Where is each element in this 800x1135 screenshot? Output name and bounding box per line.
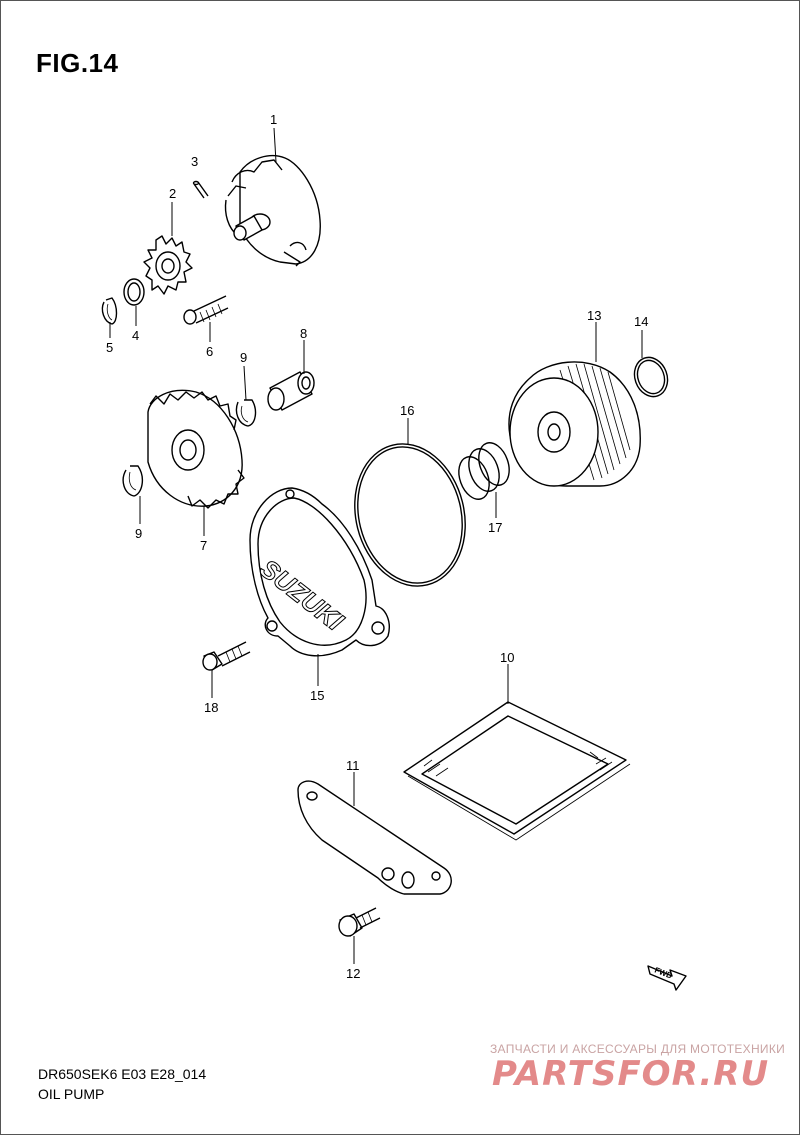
part-label-17: 17	[488, 520, 502, 535]
plate-bolt[interactable]	[338, 907, 381, 937]
small-o-ring[interactable]	[629, 353, 673, 402]
part-label-9-upper: 9	[240, 350, 247, 365]
part-label-11: 11	[346, 758, 360, 773]
washer[interactable]	[123, 278, 145, 306]
part-label-10: 10	[500, 650, 514, 665]
part-label-3: 3	[191, 154, 198, 169]
watermark-logo: PARTSFOR.RU	[492, 1054, 770, 1094]
part-label-6: 6	[206, 344, 213, 359]
part-label-2: 2	[169, 186, 176, 201]
leader-lines	[109, 127, 643, 964]
figure-title: FIG.14	[36, 48, 119, 78]
small-gear[interactable]	[143, 235, 193, 295]
part-label-16: 16	[400, 403, 414, 418]
part-label-1: 1	[270, 112, 277, 127]
part-label-8: 8	[300, 326, 307, 341]
watermark-tagline: ЗАПЧАСТИ И АКСЕССУАРЫ ДЛЯ МОТОТЕХНИКИ	[490, 1042, 786, 1056]
circlip-left[interactable]	[122, 465, 144, 497]
model-code: DR650SEK6 E03 E28_014	[38, 1066, 207, 1082]
pin[interactable]	[192, 180, 209, 199]
part-label-9-lower: 9	[135, 526, 142, 541]
oil-pump-body[interactable]	[224, 154, 321, 267]
oil-strainer[interactable]	[403, 701, 631, 841]
screw[interactable]	[183, 295, 229, 325]
part-labels: 1 3 2 4 5 6 9 8 9 7 16 13 14 17 15 18 10…	[106, 112, 648, 981]
o-ring[interactable]	[340, 432, 480, 598]
part-label-12: 12	[346, 966, 360, 981]
part-label-15: 15	[310, 688, 324, 703]
shaft[interactable]	[267, 371, 315, 411]
part-label-18: 18	[204, 700, 218, 715]
part-label-5: 5	[106, 340, 113, 355]
forward-arrow-icon: FWD	[647, 965, 687, 991]
oil-filter-cover[interactable]: SUZUKI	[249, 487, 390, 657]
spring[interactable]	[453, 439, 514, 504]
part-label-7: 7	[200, 538, 207, 553]
oil-plate[interactable]	[297, 780, 452, 895]
part-label-13: 13	[587, 308, 601, 323]
cover-bolt[interactable]	[202, 641, 251, 671]
circlip-upper[interactable]	[235, 399, 257, 427]
part-label-14: 14	[634, 314, 648, 329]
oil-filter[interactable]	[508, 361, 641, 487]
circlip[interactable]	[101, 297, 118, 325]
part-label-4: 4	[132, 328, 139, 343]
diagram-caption: OIL PUMP	[38, 1086, 105, 1102]
large-gear[interactable]	[147, 389, 245, 509]
